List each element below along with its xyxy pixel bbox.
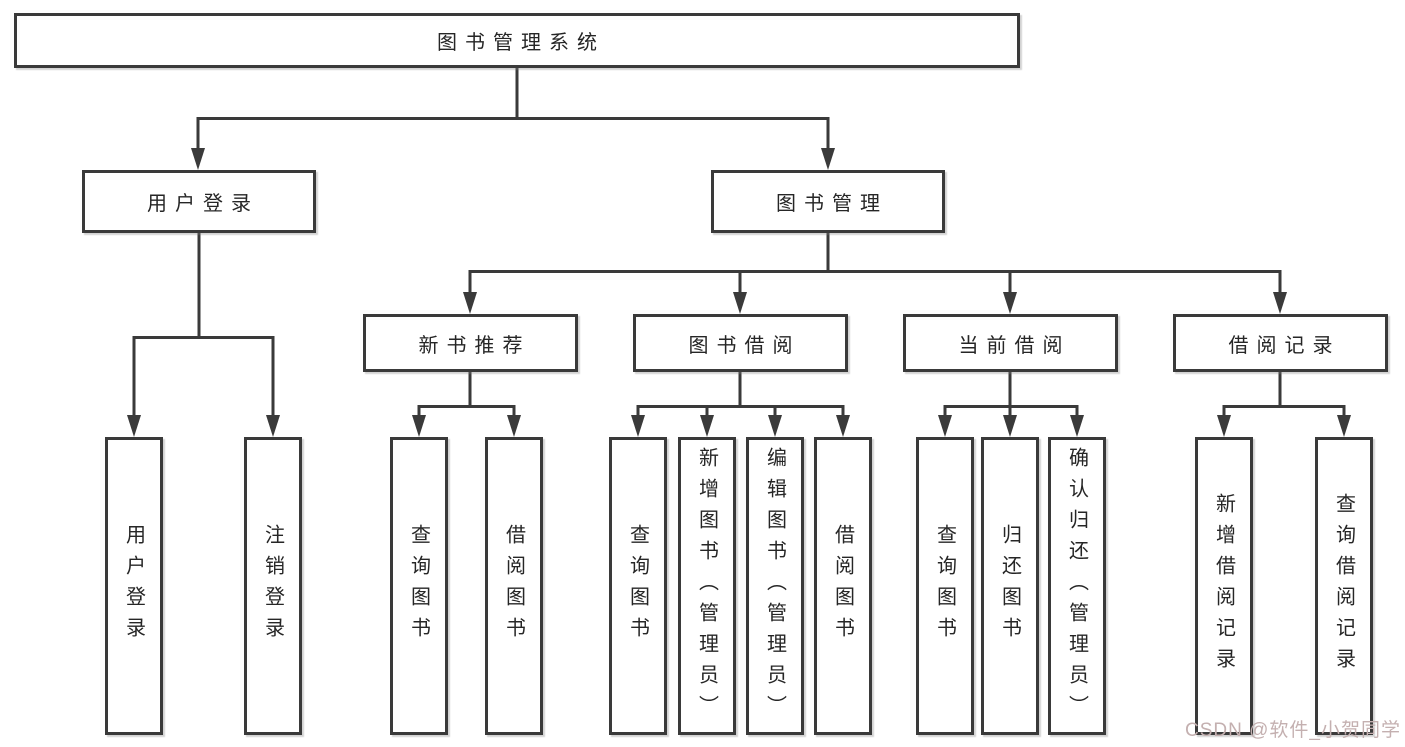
- leaf-logout: 注销登录: [244, 437, 302, 735]
- leaf-add-borrow-record: 新增借阅记录: [1195, 437, 1253, 735]
- arrowhead-icon: [191, 148, 205, 170]
- node-root: 图书管理系统: [14, 13, 1020, 68]
- connector-line: [196, 68, 830, 152]
- arrowhead-icon: [768, 415, 782, 437]
- leaf-query-book-current: 查询图书: [916, 437, 974, 735]
- arrowhead-icon: [938, 415, 952, 437]
- connector-line: [132, 233, 275, 419]
- connector-line: [417, 372, 516, 419]
- leaf-borrow-book-recommend: 借阅图书: [485, 437, 543, 735]
- leaf-query-book-borrow: 查询图书: [609, 437, 667, 735]
- node-user-login: 用户登录: [82, 170, 316, 233]
- connector-line: [468, 233, 1282, 296]
- arrowhead-icon: [733, 292, 747, 314]
- connector-lines: [132, 68, 1346, 419]
- node-borrow-record: 借阅记录: [1173, 314, 1388, 372]
- node-book-borrow: 图书借阅: [633, 314, 848, 372]
- arrowhead-icon: [631, 415, 645, 437]
- arrowhead-icon: [412, 415, 426, 437]
- arrowhead-icon: [266, 415, 280, 437]
- node-new-book-recommend: 新书推荐: [363, 314, 578, 372]
- arrowhead-icon: [1070, 415, 1084, 437]
- node-book-management: 图书管理: [711, 170, 945, 233]
- leaf-query-book-recommend: 查询图书: [390, 437, 448, 735]
- arrowheads: [127, 148, 1351, 437]
- leaf-confirm-return-admin: 确认归还（管理员）: [1048, 437, 1106, 735]
- arrowhead-icon: [821, 148, 835, 170]
- arrowhead-icon: [1337, 415, 1351, 437]
- leaf-query-borrow-record: 查询借阅记录: [1315, 437, 1373, 735]
- leaf-return-book: 归还图书: [981, 437, 1039, 735]
- leaf-add-book-admin: 新增图书（管理员）: [678, 437, 736, 735]
- connector-line: [943, 372, 1079, 419]
- arrowhead-icon: [700, 415, 714, 437]
- node-current-borrow: 当前借阅: [903, 314, 1118, 372]
- watermark: CSDN @软件_小贺同学: [1185, 720, 1401, 741]
- connector-line: [1222, 372, 1346, 419]
- leaf-user-login: 用户登录: [105, 437, 163, 735]
- arrowhead-icon: [1217, 415, 1231, 437]
- arrowhead-icon: [836, 415, 850, 437]
- arrowhead-icon: [507, 415, 521, 437]
- arrowhead-icon: [1003, 415, 1017, 437]
- connector-line: [636, 372, 845, 419]
- arrowhead-icon: [1273, 292, 1287, 314]
- leaf-borrow-book: 借阅图书: [814, 437, 872, 735]
- arrowhead-icon: [463, 292, 477, 314]
- arrowhead-icon: [1003, 292, 1017, 314]
- arrowhead-icon: [127, 415, 141, 437]
- leaf-edit-book-admin: 编辑图书（管理员）: [746, 437, 804, 735]
